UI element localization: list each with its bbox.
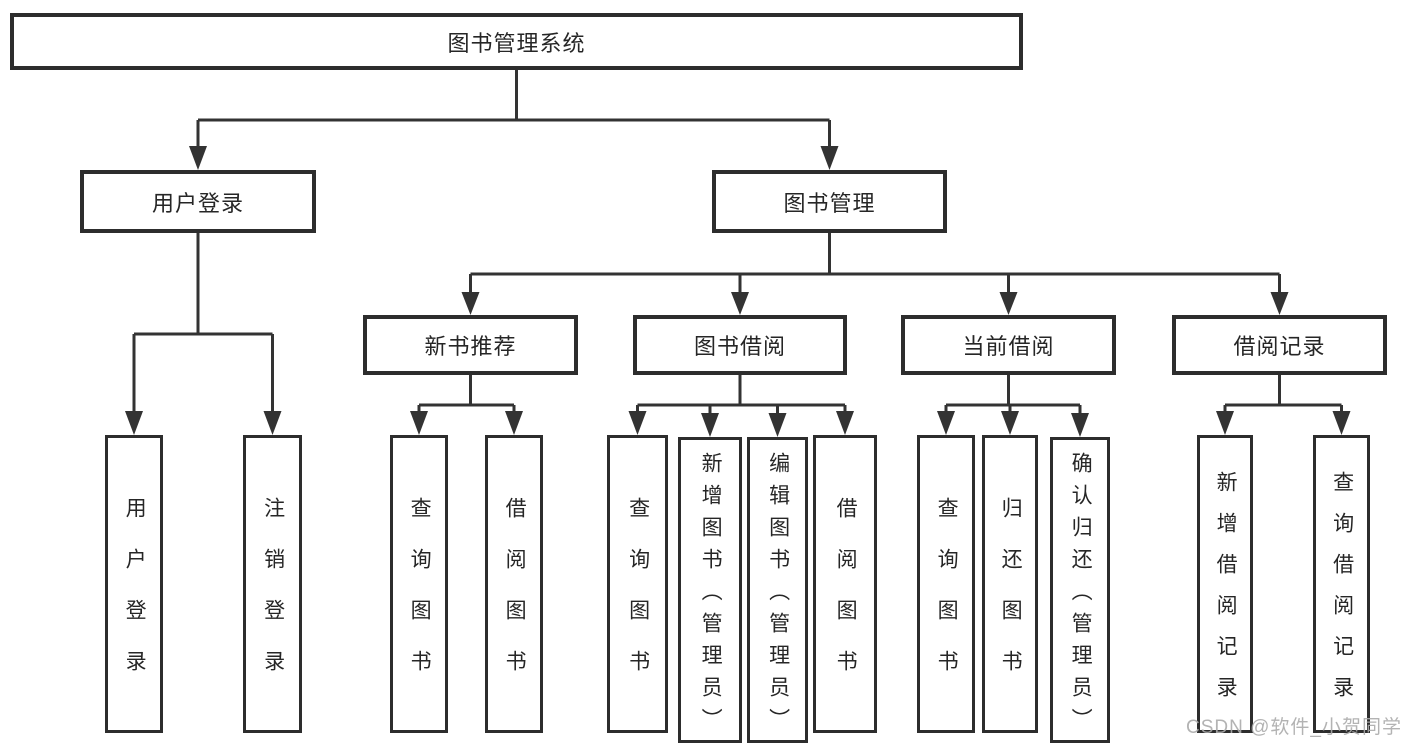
csdn-watermark: CSDN @软件_小贺同学 — [1186, 717, 1402, 738]
node-user-login-group: 用户登录 — [80, 170, 316, 233]
node-label: 查询图书 — [935, 497, 959, 701]
leaf-edit-books-admin: 编辑图书（管理员） — [747, 437, 808, 743]
leaf-borrow-books-recommend: 借阅图书 — [485, 435, 543, 733]
node-library-management-system: 图书管理系统 — [10, 13, 1023, 70]
leaf-borrow-books-borrowing: 借阅图书 — [813, 435, 877, 733]
node-label: 注销登录 — [261, 497, 285, 701]
leaf-query-books-current: 查询图书 — [917, 435, 975, 733]
node-label: 查询图书 — [626, 497, 650, 701]
node-label: 当前借阅 — [962, 334, 1055, 359]
leaf-query-books-recommend: 查询图书 — [390, 435, 448, 733]
leaf-add-books-admin: 新增图书（管理员） — [678, 437, 742, 743]
node-label: 用户登录 — [123, 497, 147, 701]
node-label: 图书借阅 — [693, 334, 786, 359]
leaf-return-books: 归还图书 — [982, 435, 1038, 733]
node-label: 图书管理 — [783, 190, 876, 216]
node-label: 借阅记录 — [1233, 334, 1326, 359]
node-label: 新增图书（管理员） — [699, 451, 723, 740]
leaf-add-borrow-record: 新增借阅记录 — [1197, 435, 1253, 733]
node-label: 查询图书 — [408, 497, 432, 701]
node-label: 新书推荐 — [424, 334, 517, 359]
node-label: 图书管理系统 — [447, 30, 586, 56]
node-label: 确认归还（管理员） — [1069, 451, 1093, 740]
leaf-user-login: 用户登录 — [105, 435, 163, 733]
node-book-management-group: 图书管理 — [712, 170, 947, 233]
node-label: 归还图书 — [999, 497, 1023, 701]
node-current-borrowing: 当前借阅 — [901, 315, 1116, 375]
node-borrowing-records: 借阅记录 — [1172, 315, 1387, 375]
node-label: 借阅图书 — [834, 497, 858, 701]
node-label: 借阅图书 — [503, 497, 527, 701]
node-label: 查询借阅记录 — [1330, 471, 1354, 717]
node-label: 用户登录 — [151, 190, 244, 216]
connector-stems — [132, 70, 1343, 414]
node-label: 编辑图书（管理员） — [766, 451, 790, 740]
node-label: 新增借阅记录 — [1214, 471, 1238, 717]
node-new-book-recommendation: 新书推荐 — [363, 315, 578, 375]
leaf-confirm-return-admin: 确认归还（管理员） — [1050, 437, 1110, 743]
leaf-logout: 注销登录 — [243, 435, 302, 733]
node-book-borrowing: 图书借阅 — [633, 315, 847, 375]
leaf-query-books-borrowing: 查询图书 — [607, 435, 668, 733]
leaf-query-borrow-record: 查询借阅记录 — [1313, 435, 1370, 733]
